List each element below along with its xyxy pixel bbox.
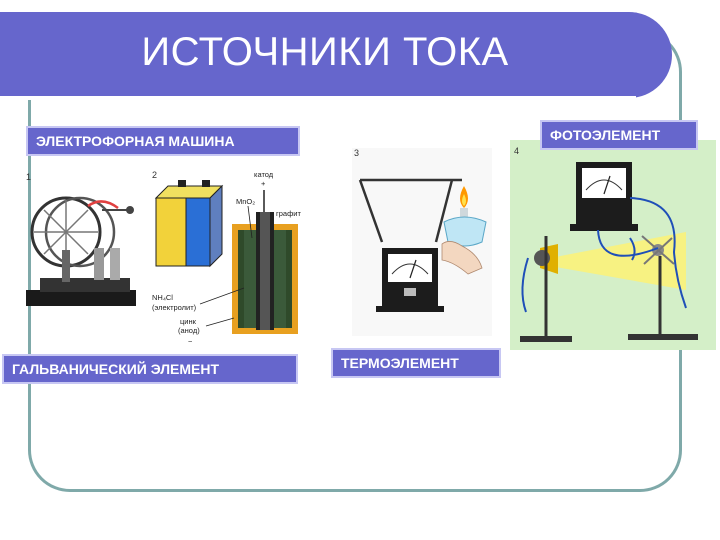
light-beam [550, 232, 686, 290]
thermocouple-wires [358, 179, 454, 243]
wire-1 [597, 229, 659, 257]
figure-number-4: 4 [514, 146, 519, 156]
leyden-jar-icon [94, 248, 104, 280]
label-electrolyte: (электролит) [152, 303, 197, 312]
machine-base [26, 290, 136, 306]
label-photoelement: ФОТОЭЛЕМЕНТ [540, 120, 698, 150]
slide-title: ИСТОЧНИКИ ТОКА [141, 30, 509, 74]
hand-icon [441, 241, 483, 275]
label-electrophore-machine: ЭЛЕКТРОФОРНАЯ МАШИНА [26, 126, 300, 156]
label-anode: (анод) [178, 326, 200, 335]
photoelement-illustration: 4 [510, 140, 716, 350]
label-thermoelement: ТЕРМОЭЛЕМЕНТ [331, 348, 501, 378]
label-cathode: катод [254, 170, 274, 179]
figure-number-1: 1 [26, 172, 31, 182]
title-bar [0, 12, 672, 100]
wire-2 [629, 197, 687, 309]
figure-number-3: 3 [354, 148, 359, 158]
label-plus: + [261, 179, 266, 188]
figure-number-2: 2 [152, 170, 157, 180]
label-graphite: графит [276, 209, 301, 218]
label-mno2: MnO₂ [236, 197, 255, 206]
label-zinc: цинк [180, 317, 197, 326]
lamp-icon [534, 250, 550, 266]
thermoelement-illustration: 3 [352, 148, 492, 336]
title-underline [0, 96, 636, 100]
galvanic-cell-illustration: 2 катод + MnO₂ графит NH₄Cl (электролит)… [152, 170, 301, 346]
label-nh4cl: NH₄Cl [152, 293, 173, 302]
electrophore-machine-illustration: 1 [26, 172, 136, 306]
battery-icon [155, 197, 187, 267]
label-galvanic-element: ГАЛЬВАНИЧЕСКИЙ ЭЛЕМЕНТ [2, 354, 298, 384]
label-minus: − [188, 337, 193, 346]
